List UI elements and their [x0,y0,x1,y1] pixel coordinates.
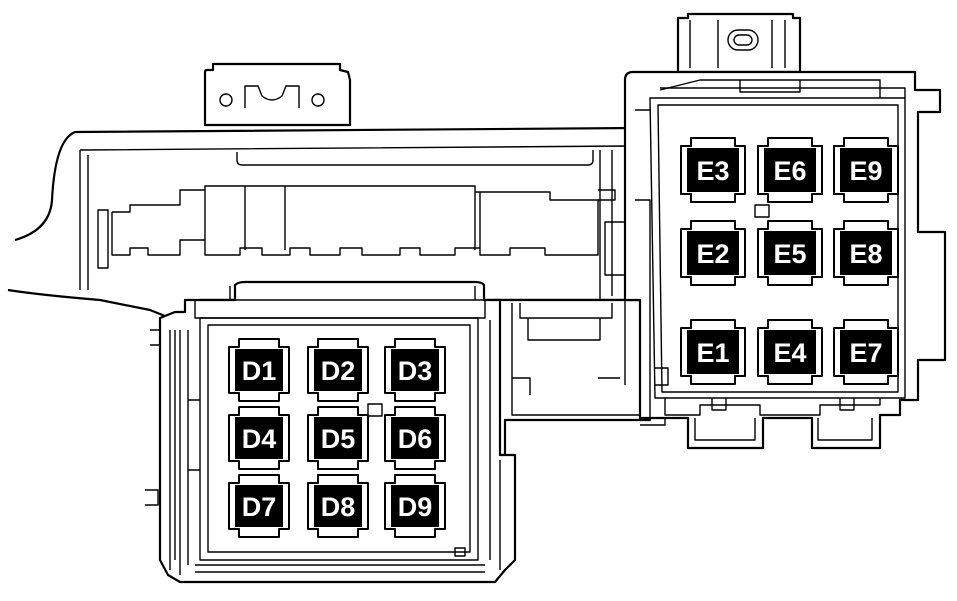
relay-label: E9 [849,156,882,186]
relay-d3: D3 [384,338,446,402]
relay-e3: E3 [680,137,746,203]
relay-e4: E4 [757,319,823,385]
relay-label-block [391,349,439,391]
right-mounting-bracket [676,12,802,74]
relay-e5: E5 [757,220,823,286]
relay-label: E2 [696,239,729,269]
relay-label: E5 [773,239,806,269]
relay-e6: E6 [757,137,823,203]
middle-connector [493,298,666,457]
relay-label-block [314,485,362,527]
relay-label: D9 [398,492,433,522]
relay-label-block [687,231,739,275]
relay-d7: D7 [228,474,290,538]
relay-e2: E2 [680,220,746,286]
relay-label: E7 [849,338,882,368]
relay-e7: E7 [833,319,899,385]
relay-label: E6 [773,156,806,186]
relay-e9: E9 [833,137,899,203]
relay-label: D2 [321,356,356,386]
relay-label-block [687,330,739,374]
relay-label: E4 [773,338,806,368]
relay-label-block [764,231,816,275]
left-mounting-bracket [203,62,352,127]
relay-label-block [840,231,892,275]
relay-label-block [391,417,439,459]
main-housing [7,126,642,320]
relay-label: E1 [696,338,729,368]
relay-d9: D9 [384,474,446,538]
relay-label: D4 [242,424,277,454]
relay-label-block [235,417,283,459]
relay-label-block [840,330,892,374]
relay-label: D7 [242,492,277,522]
relay-label-block [764,330,816,374]
relay-d4: D4 [228,406,290,470]
relay-label: D8 [321,492,356,522]
relay-d1: D1 [228,338,290,402]
relay-label-block [764,148,816,192]
relay-label: D5 [321,424,356,454]
relay-label: D6 [398,424,433,454]
relay-label: E8 [849,239,882,269]
relay-d2: D2 [307,338,369,402]
relay-e1: E1 [680,319,746,385]
relay-label-block [840,148,892,192]
relay-label-block [687,148,739,192]
relay-label-block [391,485,439,527]
relay-label-block [235,349,283,391]
relay-label-block [235,485,283,527]
relay-label: E3 [696,156,729,186]
relay-e8: E8 [833,220,899,286]
relay-label-block [314,349,362,391]
relay-label: D1 [242,356,277,386]
relay-d8: D8 [307,474,369,538]
relay-d5: D5 [307,406,369,470]
relay-label: D3 [398,356,433,386]
relay-d6: D6 [384,406,446,470]
relay-label-block [314,417,362,459]
